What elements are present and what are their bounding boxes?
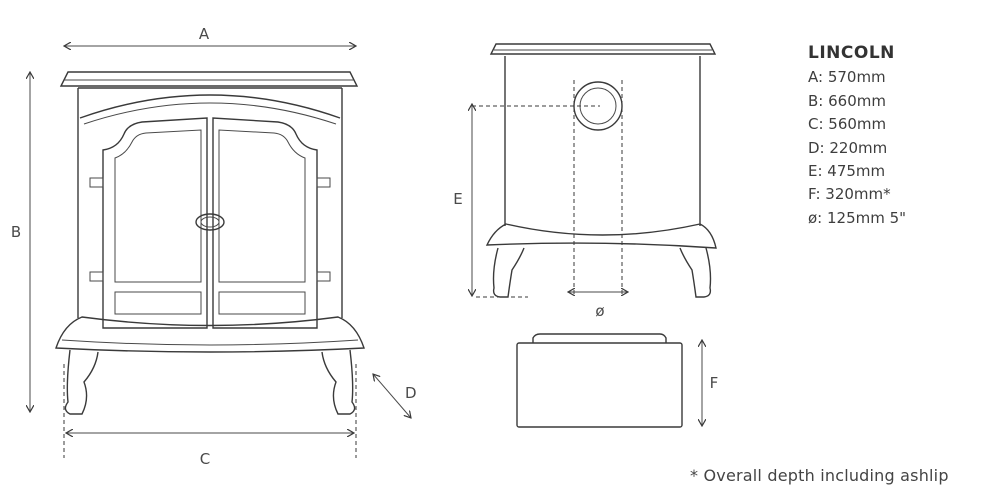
spec-d: D: 220mm xyxy=(808,138,888,157)
spec-b: B: 660mm xyxy=(808,91,886,110)
label-f: F xyxy=(710,374,719,392)
spec-diameter: ø: 125mm 5" xyxy=(808,208,907,227)
front-view xyxy=(55,71,365,415)
side-view xyxy=(485,43,717,298)
label-e: E xyxy=(453,190,462,208)
label-a: A xyxy=(199,25,210,43)
model-title: LINCOLN xyxy=(808,43,895,63)
label-c: C xyxy=(200,450,210,468)
label-diameter: ø xyxy=(595,302,604,320)
spec-c: C: 560mm xyxy=(808,115,887,134)
spec-list: LINCOLN A: 570mm B: 660mm C: 560mm D: 22… xyxy=(808,42,906,230)
spec-e: E: 475mm xyxy=(808,162,886,181)
plan-view xyxy=(516,333,683,428)
spec-f: F: 320mm* xyxy=(808,185,891,204)
label-b: B xyxy=(11,223,21,241)
footnote: * Overall depth including ashlip xyxy=(690,466,949,485)
label-d: D xyxy=(405,384,417,402)
spec-a: A: 570mm xyxy=(808,68,886,87)
